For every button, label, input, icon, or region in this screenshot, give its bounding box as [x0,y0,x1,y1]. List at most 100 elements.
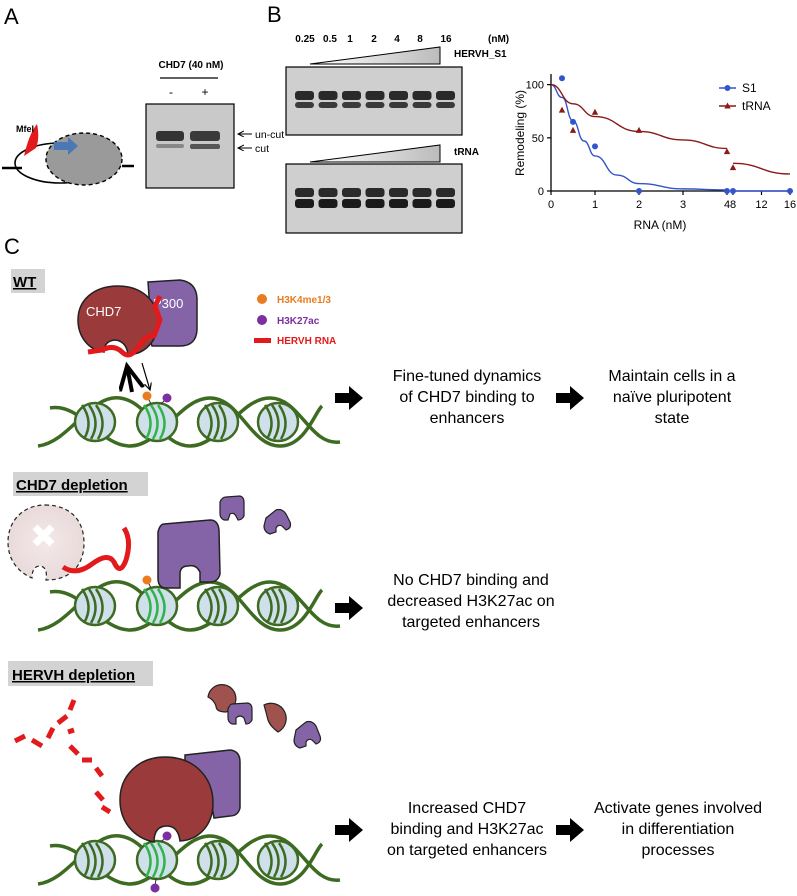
hervh-outcome-1: on targeted enhancers [387,842,547,859]
hervh-title-bg [8,661,153,686]
h3k27-legend-dot [257,315,267,325]
dna-wrap [156,588,166,624]
data-point-s1 [592,143,598,150]
y-tick-label: 50 [532,133,544,145]
dna-wrap [94,842,104,878]
hervh-rna-wt [87,294,163,358]
chd7-outcome-1: No CHD7 binding and [393,572,549,589]
p300-fragment-3 [227,702,253,725]
gel-band [342,188,361,197]
legend-label: tRNA [742,99,771,113]
x-tick-label: 8 [730,199,736,211]
data-point-s1 [730,188,736,194]
wt-complex: CHD7 P300 CHD7 [77,279,198,393]
dna-wrap [217,404,227,440]
chd7-outcome-1: targeted enhancers [402,614,540,631]
dna-wrap [270,842,280,878]
gel-band [295,188,314,197]
gel-band [318,102,338,108]
lane-plus: + [201,85,208,99]
h3k27-mark [162,393,172,403]
gel-band [342,91,361,100]
gel1-label: HERVH_S1 [454,49,507,60]
legend-marker [724,102,731,109]
dna-wrap [203,588,213,624]
concentration-label: 16 [440,34,452,45]
data-point-trna [729,164,737,171]
concentration-label: 2 [371,34,377,45]
dna-wrap [203,842,213,878]
data-point-s1 [559,75,565,82]
h3k4-mark [142,575,152,585]
gel-b1-image [285,66,463,136]
dna-wrap [156,404,166,440]
dna-wrap [80,404,90,440]
gel-band [436,91,455,100]
data-point-s1 [570,118,576,125]
gel-band [389,199,408,208]
chd7-protein-2 [119,756,214,843]
x-tick-label: 12 [755,199,767,211]
gel-band [318,91,338,100]
legend-marker [724,85,731,91]
dna-wrap [203,404,213,440]
gel-band [436,188,455,197]
concentration-label: 0.5 [323,34,337,45]
p300-fragment-4 [293,720,322,749]
panel-label-a: A [4,4,19,29]
dna-wrap [149,404,159,440]
legend-h3k27: H3K27ac [277,316,320,327]
dna-wrap [277,588,287,624]
wt-outcome-1: Fine-tuned dynamics [393,368,542,385]
x-tick-label: 4 [724,199,730,211]
gel-a-title: CHD7 (40 nM) [158,60,223,71]
x-tick-label: 16 [784,199,796,211]
gel-band [436,102,455,108]
data-point-trna [635,126,643,133]
x-tick-label: 0 [548,199,554,211]
dna-wrap [210,842,220,878]
gel-band [365,188,385,197]
dna-wrap [263,588,273,624]
y-tick-label: 100 [526,80,544,92]
data-point-trna [569,126,577,133]
dna-helix-chd7 [37,575,341,632]
chd7-fragment-2 [263,702,287,733]
gel2-label: tRNA [454,147,479,158]
fit-curve-trna [550,83,728,150]
dna-wrap [210,588,220,624]
x-tick-label: 2 [636,199,642,211]
dna-wrap [217,588,227,624]
hervh-outcome-2: processes [642,842,715,859]
p300-fragment-2 [263,508,292,535]
band-cut-label: cut [255,143,269,155]
release-arrow [127,366,132,393]
dna-wrap [87,588,97,624]
gel-band [342,199,361,208]
dna-wrap [80,842,90,878]
concentration-label: 8 [417,34,423,45]
gradient-wedge-2 [309,144,441,163]
x-tick-label: 3 [680,199,686,211]
h3k27-mark [162,831,172,841]
dna-helix-wt [37,391,341,448]
block-arrow-icon [335,596,363,620]
h3k4-mark [142,391,152,401]
hervh-outcome-2: in differentiation [622,821,735,838]
hervh-outcome-1: binding and H3K27ac [390,821,543,838]
p300-fragment-1 [219,495,245,521]
gel-band [389,188,408,197]
data-point-s1 [787,188,793,194]
panel-label-b: B [267,2,282,27]
dna-wrap [210,404,220,440]
concentration-unit: (nM) [488,34,509,45]
gel-band [365,199,385,208]
chd7-protein [77,285,159,355]
concentration-label: 1 [347,34,353,45]
block-arrow-icon [556,818,584,842]
gradient-wedge-1 [309,46,441,65]
dna-wrap [80,588,90,624]
